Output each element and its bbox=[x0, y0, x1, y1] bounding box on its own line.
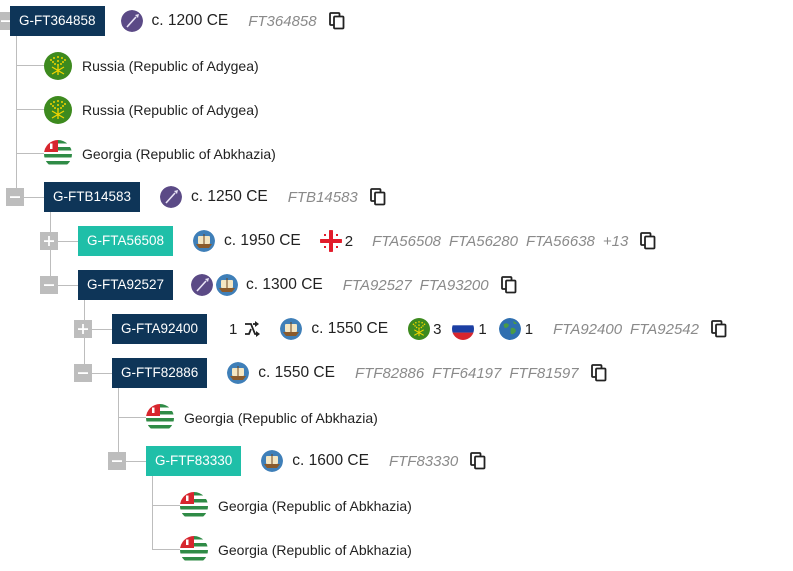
haplogroup-row: G-FTF83330 c. 1600 CE FTF83330 bbox=[146, 446, 486, 476]
kit-id[interactable]: FTA56638 bbox=[525, 232, 595, 250]
haplogroup-row: G-FTA92527 c. 1300 CE FTA92527 FTA93200 bbox=[78, 270, 517, 300]
age-estimate: c. 1250 CE bbox=[191, 188, 268, 205]
kit-id[interactable]: FTA92527 bbox=[342, 276, 412, 294]
location-row: Georgia (Republic of Abkhazia) bbox=[146, 403, 378, 433]
connector bbox=[58, 241, 78, 242]
haplogroup-node[interactable]: G-FTA56508 bbox=[78, 226, 174, 256]
kit-id[interactable]: FTF81597 bbox=[509, 364, 579, 382]
copy-icon[interactable] bbox=[329, 12, 345, 30]
connector bbox=[16, 109, 44, 110]
collapse-toggle[interactable] bbox=[108, 452, 126, 470]
copy-icon[interactable] bbox=[501, 276, 517, 294]
collapse-toggle[interactable] bbox=[74, 364, 92, 382]
georgia-flag bbox=[320, 230, 342, 252]
globe-icon bbox=[499, 318, 521, 340]
haplogroup-row: G-FTB14583 c. 1250 CE FTB14583 bbox=[44, 182, 386, 212]
connector bbox=[58, 285, 78, 286]
age-estimate: c. 1300 CE bbox=[246, 276, 323, 293]
country-count: 1 bbox=[478, 320, 487, 338]
collapse-toggle[interactable] bbox=[40, 276, 58, 294]
kit-id[interactable]: FTF82886 bbox=[354, 364, 425, 382]
adygea-flag bbox=[44, 52, 72, 80]
age-estimate: c. 1550 CE bbox=[311, 320, 389, 337]
location-label: Georgia (Republic of Abkhazia) bbox=[82, 146, 276, 162]
spear-icon bbox=[191, 274, 213, 296]
location-label: Georgia (Republic of Abkhazia) bbox=[218, 498, 412, 514]
haplogroup-node[interactable]: G-FTB14583 bbox=[44, 182, 141, 212]
location-row: Georgia (Republic of Abkhazia) bbox=[180, 535, 412, 565]
branch-count: 1 bbox=[229, 320, 238, 338]
connector bbox=[126, 461, 146, 462]
connector bbox=[16, 65, 44, 66]
kit-id[interactable]: FTF64197 bbox=[432, 364, 502, 382]
expand-toggle[interactable] bbox=[74, 320, 92, 338]
branch-icon bbox=[243, 321, 261, 337]
ship-icon bbox=[261, 450, 283, 472]
connector bbox=[118, 417, 146, 418]
russia-flag bbox=[452, 318, 474, 340]
connector bbox=[24, 197, 44, 198]
abkhazia-flag bbox=[180, 536, 208, 564]
country-count: 1 bbox=[524, 320, 534, 338]
connector bbox=[16, 35, 17, 197]
adygea-flag bbox=[44, 96, 72, 124]
haplogroup-row: G-FTF82886 c. 1550 CE FTF82886 FTF64197 … bbox=[112, 358, 607, 388]
location-row: Russia (Republic of Adygea) bbox=[44, 51, 259, 81]
more-kits[interactable]: +13 bbox=[602, 232, 629, 250]
spear-icon bbox=[121, 10, 143, 32]
haplogroup-row: G-FTA56508 c. 1950 CE 2 FTA56508 FTA5628… bbox=[78, 226, 656, 256]
location-label: Russia (Republic of Adygea) bbox=[82, 102, 259, 118]
haplogroup-node[interactable]: G-FTA92400 bbox=[112, 314, 208, 344]
country-count: 3 bbox=[433, 320, 442, 338]
haplogroup-row: G-FT364858 c. 1200 CE FT364858 bbox=[10, 6, 345, 36]
haplogroup-node[interactable]: G-FTF83330 bbox=[146, 446, 242, 476]
location-row: Georgia (Republic of Abkhazia) bbox=[180, 491, 412, 521]
connector bbox=[92, 373, 112, 374]
ship-icon bbox=[280, 318, 302, 340]
location-row: Georgia (Republic of Abkhazia) bbox=[44, 139, 276, 169]
copy-icon[interactable] bbox=[591, 364, 607, 382]
kit-id[interactable]: FTA92542 bbox=[630, 320, 699, 338]
location-label: Russia (Republic of Adygea) bbox=[82, 58, 259, 74]
ship-icon bbox=[216, 274, 238, 296]
abkhazia-flag bbox=[146, 404, 174, 432]
kit-id[interactable]: FTA56280 bbox=[449, 232, 518, 250]
copy-icon[interactable] bbox=[640, 232, 656, 250]
collapse-toggle[interactable] bbox=[6, 188, 24, 206]
connector bbox=[152, 476, 153, 549]
copy-icon[interactable] bbox=[370, 188, 386, 206]
connector bbox=[16, 153, 44, 154]
connector bbox=[92, 329, 112, 330]
age-estimate: c. 1600 CE bbox=[292, 452, 369, 469]
location-row: Russia (Republic of Adygea) bbox=[44, 95, 259, 125]
kit-id[interactable]: FTA93200 bbox=[419, 276, 489, 294]
location-label: Georgia (Republic of Abkhazia) bbox=[184, 410, 378, 426]
haplogroup-node[interactable]: G-FTA92527 bbox=[78, 270, 174, 300]
ship-icon bbox=[193, 230, 215, 252]
kit-id[interactable]: FTF83330 bbox=[388, 452, 459, 470]
adygea-flag bbox=[408, 318, 430, 340]
connector bbox=[152, 505, 180, 506]
expand-toggle[interactable] bbox=[40, 232, 58, 250]
kit-id[interactable]: FT364858 bbox=[248, 12, 317, 30]
spear-icon bbox=[160, 186, 182, 208]
location-label: Georgia (Republic of Abkhazia) bbox=[218, 542, 412, 558]
ship-icon bbox=[227, 362, 249, 384]
copy-icon[interactable] bbox=[711, 320, 727, 338]
haplogroup-node[interactable]: G-FTF82886 bbox=[112, 358, 208, 388]
copy-icon[interactable] bbox=[470, 452, 486, 470]
kit-id[interactable]: FTB14583 bbox=[287, 188, 358, 206]
age-estimate: c. 1200 CE bbox=[151, 12, 229, 29]
kit-id[interactable]: FTA56508 bbox=[372, 232, 442, 250]
abkhazia-flag bbox=[180, 492, 208, 520]
kit-id[interactable]: FTA92400 bbox=[553, 320, 623, 338]
age-estimate: c. 1550 CE bbox=[258, 364, 335, 381]
country-count: 2 bbox=[344, 232, 354, 250]
connector bbox=[118, 388, 119, 461]
age-estimate: c. 1950 CE bbox=[224, 232, 301, 249]
abkhazia-flag bbox=[44, 140, 72, 168]
haplogroup-row: G-FTA92400 1 c. 1550 CE 3 1 1 FTA92400 F… bbox=[112, 314, 727, 344]
haplogroup-node[interactable]: G-FT364858 bbox=[10, 6, 105, 36]
connector bbox=[152, 549, 180, 550]
